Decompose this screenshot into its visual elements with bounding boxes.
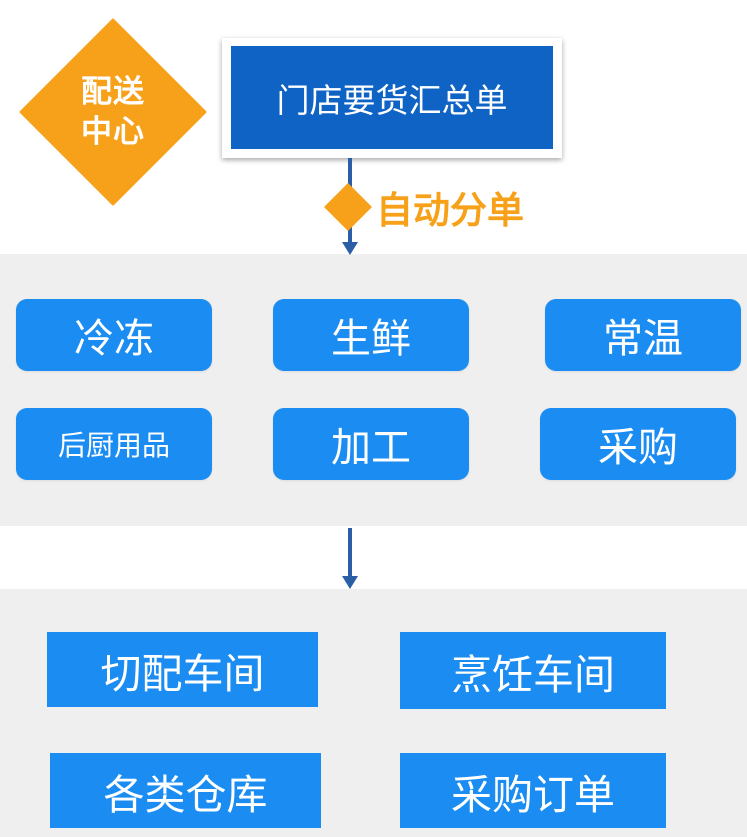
flow-arrow-line-2 <box>348 528 352 578</box>
category-fresh: 生鲜 <box>273 299 469 371</box>
auto-split-diamond <box>324 183 372 231</box>
output-cooking-workshop: 烹饪车间 <box>400 632 666 709</box>
distribution-center-label: 配送 中心 <box>19 18 207 206</box>
category-processing: 加工 <box>273 408 469 480</box>
category-panel <box>0 254 747 526</box>
distribution-center-diamond: 配送 中心 <box>19 18 207 206</box>
diamond-shape <box>324 183 372 231</box>
category-kitchen-supplies: 后厨用品 <box>16 408 212 480</box>
category-frozen: 冷冻 <box>16 299 212 371</box>
store-order-summary-box: 门店要货汇总单 <box>222 38 562 158</box>
category-ambient: 常温 <box>545 299 741 371</box>
flow-arrow-head-1 <box>342 242 358 255</box>
store-order-summary-title: 门店要货汇总单 <box>231 46 553 149</box>
output-cutting-workshop: 切配车间 <box>47 632 318 707</box>
auto-split-label: 自动分单 <box>376 189 524 232</box>
output-warehouses: 各类仓库 <box>50 753 321 828</box>
center-label-line1: 配送 <box>81 74 145 110</box>
category-purchasing: 采购 <box>540 408 736 480</box>
output-purchase-orders: 采购订单 <box>400 753 666 828</box>
flow-arrow-head-2 <box>342 576 358 589</box>
center-label-line2: 中心 <box>81 114 145 150</box>
